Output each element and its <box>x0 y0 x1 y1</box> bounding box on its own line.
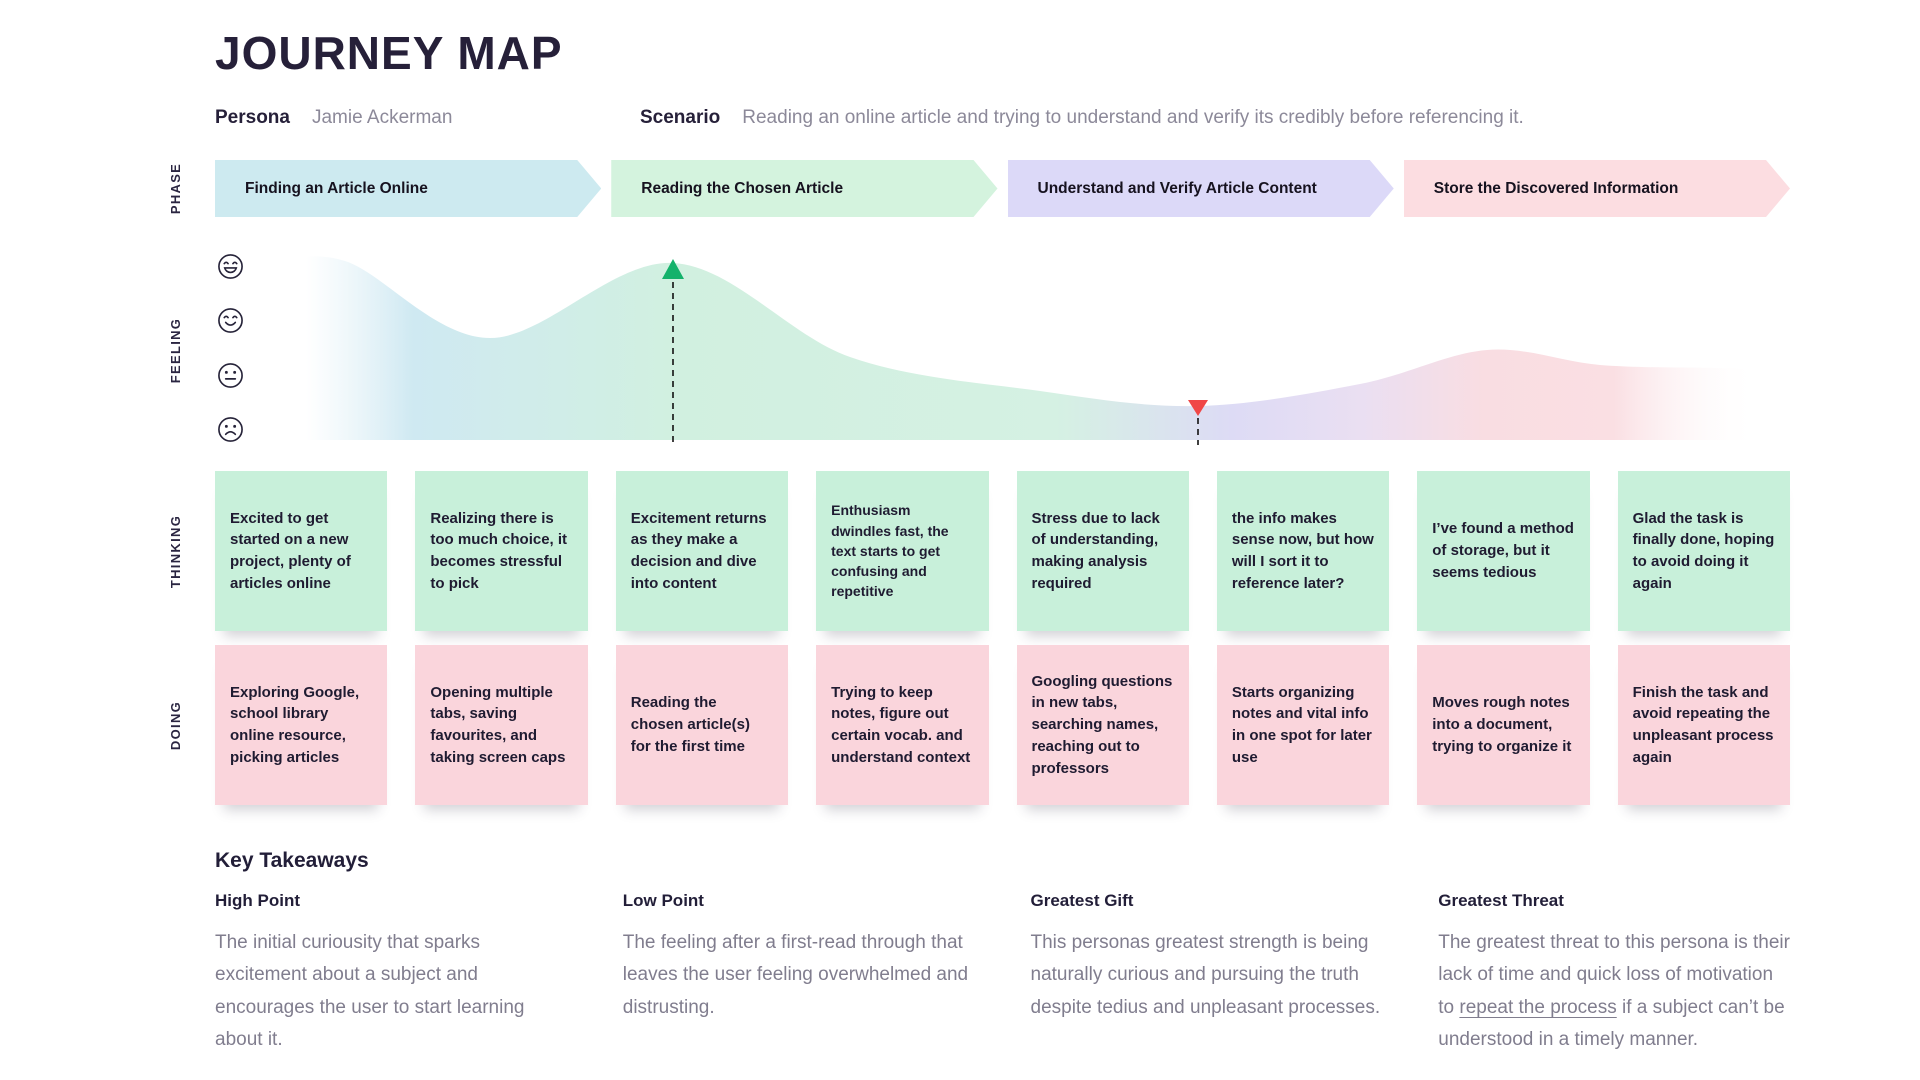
feeling-row-label: FEELING <box>155 253 197 448</box>
doing-row: DOING Exploring Google, school library o… <box>215 645 1790 805</box>
scenario-block: Scenario Reading an online article and t… <box>640 107 1524 129</box>
doing-note: Finish the task and avoid repeating the … <box>1618 645 1790 805</box>
doing-note: Opening multiple tabs, saving favourites… <box>415 645 587 805</box>
phase-store-information: Store the Discovered Information <box>1404 160 1790 217</box>
takeaway-heading: Low Point <box>623 891 975 911</box>
phase-understand-verify: Understand and Verify Article Content <box>1008 160 1394 217</box>
thinking-row-label: THINKING <box>155 471 197 631</box>
takeaway-heading: Greatest Gift <box>1031 891 1383 911</box>
thinking-note: Excited to get started on a new project,… <box>215 471 387 631</box>
takeaway-low-point: Low Point The feeling after a first-read… <box>623 891 975 1056</box>
thinking-note: I’ve found a method of storage, but it s… <box>1417 471 1589 631</box>
thinking-row: THINKING Excited to get started on a new… <box>215 471 1790 631</box>
persona-scenario-row: Persona Jamie Ackerman Scenario Reading … <box>215 107 1790 129</box>
key-takeaways-title: Key Takeaways <box>215 849 1790 873</box>
scenario-value: Reading an online article and trying to … <box>742 107 1524 129</box>
feeling-curve-chart <box>215 253 1790 448</box>
thinking-note: Excitement returns as they make a decisi… <box>616 471 788 631</box>
smiling-face-icon <box>217 307 244 334</box>
scenario-label: Scenario <box>640 107 720 129</box>
thinking-note: Enthusiasm dwindles fast, the text start… <box>816 471 988 631</box>
thinking-note: Glad the task is finally done, hoping to… <box>1618 471 1790 631</box>
takeaway-greatest-gift: Greatest Gift This personas greatest str… <box>1031 891 1383 1056</box>
underlined-text: repeat the process <box>1459 997 1616 1018</box>
doing-note: Starts organizing notes and vital info i… <box>1217 645 1389 805</box>
phase-reading-article: Reading the Chosen Article <box>611 160 997 217</box>
persona-label: Persona <box>215 107 290 129</box>
thinking-note: Stress due to lack of understanding, mak… <box>1017 471 1189 631</box>
sad-face-icon <box>217 416 244 443</box>
neutral-face-icon <box>217 362 244 389</box>
grinning-face-icon <box>217 253 244 280</box>
takeaway-body: The initial curiousity that sparks excit… <box>215 927 567 1056</box>
phase-row: PHASE Finding an Article Online Reading … <box>215 160 1790 217</box>
takeaway-high-point: High Point The initial curiousity that s… <box>215 891 567 1056</box>
page-title: JOURNEY MAP <box>215 26 1790 80</box>
doing-note: Exploring Google, school library online … <box>215 645 387 805</box>
feeling-row: FEELING <box>215 253 1790 448</box>
doing-note: Trying to keep notes, figure out certain… <box>816 645 988 805</box>
persona-block: Persona Jamie Ackerman <box>215 107 640 129</box>
doing-note: Reading the chosen article(s) for the fi… <box>616 645 788 805</box>
key-takeaways-section: Key Takeaways High Point The initial cur… <box>215 849 1790 1056</box>
phase-row-label: PHASE <box>155 160 197 217</box>
doing-row-label: DOING <box>155 645 197 805</box>
persona-value: Jamie Ackerman <box>312 107 452 129</box>
takeaway-body: This personas greatest strength is being… <box>1031 927 1383 1024</box>
thinking-note: the info makes sense now, but how will I… <box>1217 471 1389 631</box>
takeaway-body: The feeling after a first-read through t… <box>623 927 975 1024</box>
feeling-scale <box>217 253 244 443</box>
doing-note: Moves rough notes into a document, tryin… <box>1417 645 1589 805</box>
takeaway-greatest-threat: Greatest Threat The greatest threat to t… <box>1438 891 1790 1056</box>
doing-note: Googling questions in new tabs, searchin… <box>1017 645 1189 805</box>
takeaway-body: The greatest threat to this persona is t… <box>1438 927 1790 1056</box>
thinking-note: Realizing there is too much choice, it b… <box>415 471 587 631</box>
takeaway-heading: High Point <box>215 891 567 911</box>
phase-finding-article: Finding an Article Online <box>215 160 601 217</box>
takeaway-heading: Greatest Threat <box>1438 891 1790 911</box>
